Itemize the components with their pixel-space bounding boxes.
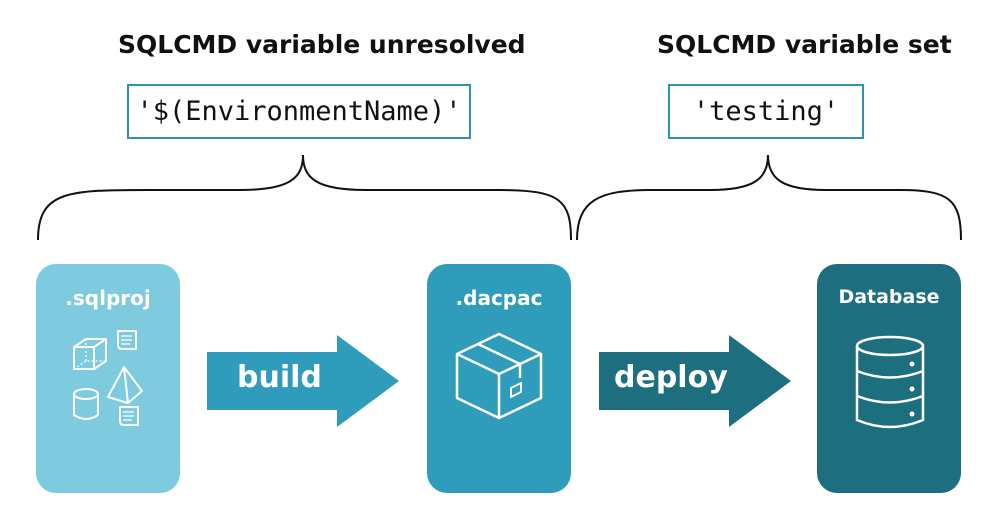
deploy-arrow: deploy (599, 335, 791, 427)
sqlproj-title: .sqlproj (65, 286, 151, 310)
database-card: Database (817, 264, 961, 493)
package-box-icon (455, 332, 543, 420)
left-curly-brace (37, 154, 572, 241)
unresolved-value-box: '$(EnvironmentName)' (127, 84, 471, 139)
set-value-box: 'testing' (668, 84, 864, 139)
dacpac-title: .dacpac (455, 286, 543, 310)
sqlproj-card: .sqlproj (36, 264, 180, 493)
dacpac-card: .dacpac (427, 264, 571, 493)
build-arrow: build (207, 335, 399, 427)
database-icon (855, 335, 925, 429)
build-label: build (237, 360, 322, 395)
right-curly-brace (576, 154, 962, 241)
database-title: Database (838, 286, 940, 308)
project-files-icon (73, 330, 143, 426)
unresolved-heading: SQLCMD variable unresolved (118, 30, 526, 59)
set-heading: SQLCMD variable set (657, 30, 952, 59)
deploy-label: deploy (614, 360, 728, 395)
